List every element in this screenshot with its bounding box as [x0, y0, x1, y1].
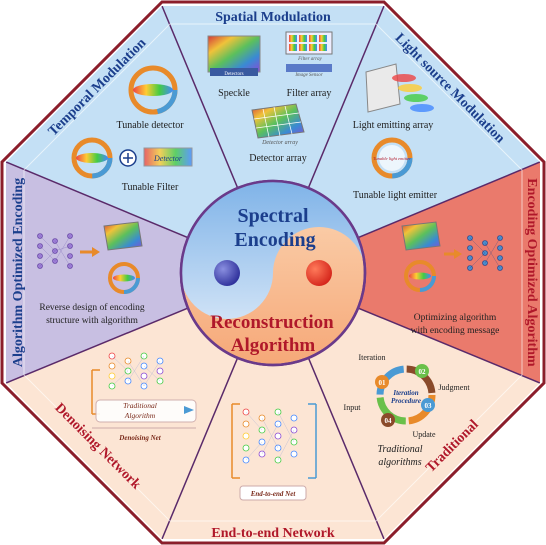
label-update: Update [412, 430, 436, 439]
iteration-procedure-line1: Iteration [392, 389, 418, 397]
sector-top-right-bg [273, 6, 540, 273]
sector-top-left-bg [6, 6, 273, 273]
sector-left-bg [6, 162, 273, 383]
tunable-light-emitter-illustration: Tunable light emitter [371, 137, 413, 179]
traditional-algorithm-line2: Algorithm [124, 411, 156, 420]
label-reverse-design-line2: structure with algorithm [46, 316, 138, 326]
purple-ball [214, 260, 240, 286]
center-yin-yang [179, 179, 367, 367]
speckle-illustration: Detectors [207, 35, 261, 77]
label-tunable-light-emitter: Tunable light emitter [353, 190, 438, 201]
title-spatial-modulation: Spatial Modulation [215, 10, 331, 25]
label-traditional-algorithms-line1: Traditional [377, 444, 422, 455]
end-to-end-net-label: End-to-end Net [250, 490, 297, 498]
label-light-emitting-array: Light emitting array [353, 120, 434, 131]
title-algorithm-optimized-encoding: Algorithm Optimized Encoding [11, 178, 26, 367]
label-input: Input [344, 403, 362, 412]
image-sensor-inset-label: Image Sensor [294, 73, 322, 78]
light-emitting-array-illustration [365, 63, 434, 113]
label-speckle: Speckle [218, 88, 250, 99]
step-01: 01 [379, 379, 387, 387]
label-filter-array: Filter array [287, 88, 332, 99]
center-reconstruction-label: Reconstruction [210, 312, 334, 333]
denoising-net-illustration: Traditional Algorithm Denoising Net [91, 352, 197, 442]
filter-array-illustration: Filter array Image Sensor [285, 31, 333, 78]
iteration-procedure-line2: Procedure [391, 397, 421, 405]
label-detector-array: Detector array [249, 153, 306, 164]
sector-bottom-right-bg [273, 273, 540, 539]
detectors-inset-label: Detectors [224, 72, 243, 77]
filter-array-inset-label: Filter array [297, 57, 323, 62]
title-encoding-optimized-algorithm: Encoding Optimized Algorithm [524, 178, 539, 367]
denoising-net-label: Denoising Net [118, 434, 161, 442]
tunable-detector-illustration [128, 65, 178, 115]
center-encoding-label: Encoding [234, 229, 315, 251]
optimizing-illustration [401, 221, 503, 292]
reverse-design-illustration [37, 221, 143, 294]
label-judgment: Judgment [438, 383, 470, 392]
label-tunable-filter: Tunable Filter [122, 182, 179, 193]
red-ball [306, 260, 332, 286]
sector-bottom-bg [162, 273, 384, 539]
label-reverse-design-line1: Reverse design of encoding [39, 302, 145, 313]
step-03: 03 [425, 402, 433, 410]
label-tunable-detector: Tunable detector [116, 120, 184, 131]
detector-array-illustration: Detector array [251, 103, 305, 146]
detector-box-label: Detector [153, 154, 183, 163]
end-to-end-net-illustration: End-to-end Net [231, 403, 317, 501]
svg-text:Detector array: Detector array [261, 140, 298, 146]
tle-inset-label: Tunable light emitter [373, 156, 411, 161]
step-02: 02 [419, 368, 427, 376]
step-04: 04 [385, 417, 393, 425]
center-spectral-label: Spectral [237, 205, 309, 227]
traditional-algorithm-line1: Traditional [123, 401, 157, 410]
center-algorithm-label: Algorithm [231, 335, 316, 356]
title-end-to-end-network: End-to-end Network [211, 526, 334, 541]
label-iteration: Iteration [358, 353, 385, 362]
label-optimizing-line2: with encoding message [411, 326, 500, 336]
tunable-filter-illustration: Detector [71, 137, 193, 179]
label-traditional-algorithms-line2: algorithms [378, 457, 421, 468]
label-optimizing-line1: Optimizing algorithm [414, 313, 497, 323]
iteration-procedure-illustration: 01 02 03 04 Iteration Procedure [375, 364, 436, 427]
